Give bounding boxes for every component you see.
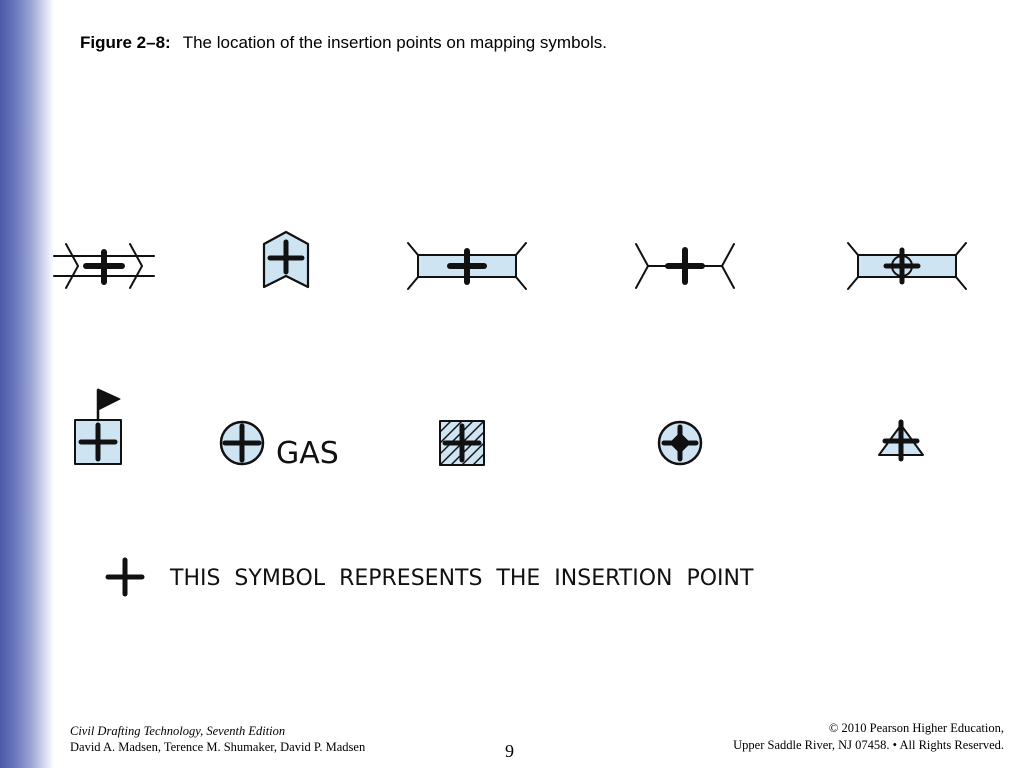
footer-book-info: Civil Drafting Technology, Seventh Editi… <box>70 723 365 755</box>
page-number: 9 <box>505 741 514 761</box>
footer-copyright-line-2: Upper Saddle River, NJ 07458. • All Righ… <box>733 738 1004 752</box>
triangle-symbol <box>878 419 924 462</box>
hatched-square-symbol <box>439 420 485 466</box>
bridge-circle-symbol <box>847 242 967 290</box>
circle-diamond-symbol <box>657 420 703 466</box>
line-bracket-symbol <box>635 243 735 289</box>
figure-label: Figure 2–8: <box>80 33 171 52</box>
insertion-point-legend-text: THIS SYMBOL REPRESENTS THE INSERTION POI… <box>169 566 754 591</box>
figure-caption: The location of the insertion points on … <box>182 33 607 52</box>
pentagon-marker-symbol <box>262 230 310 289</box>
side-gradient-bar <box>0 0 54 768</box>
road-crossing-symbol <box>53 243 155 289</box>
insertion-point-cross-icon <box>105 557 145 597</box>
bridge-symbol <box>407 242 527 290</box>
figure-title: Figure 2–8: The location of the insertion… <box>80 33 607 53</box>
gas-label: GAS <box>276 436 339 471</box>
footer-copyright-line-1: © 2010 Pearson Higher Education, <box>828 721 1004 735</box>
flag-square-symbol <box>74 388 122 465</box>
footer-copyright: © 2010 Pearson Higher Education, Upper S… <box>733 720 1004 754</box>
footer-book-title: Civil Drafting Technology, Seventh Editi… <box>70 724 286 738</box>
mapping-symbols-figure: GAS THIS SYMBOL REPRESENTS THE INSERTION… <box>53 230 967 597</box>
footer-authors: David A. Madsen, Terence M. Shumaker, Da… <box>70 740 366 754</box>
gas-circle-symbol <box>219 420 265 466</box>
